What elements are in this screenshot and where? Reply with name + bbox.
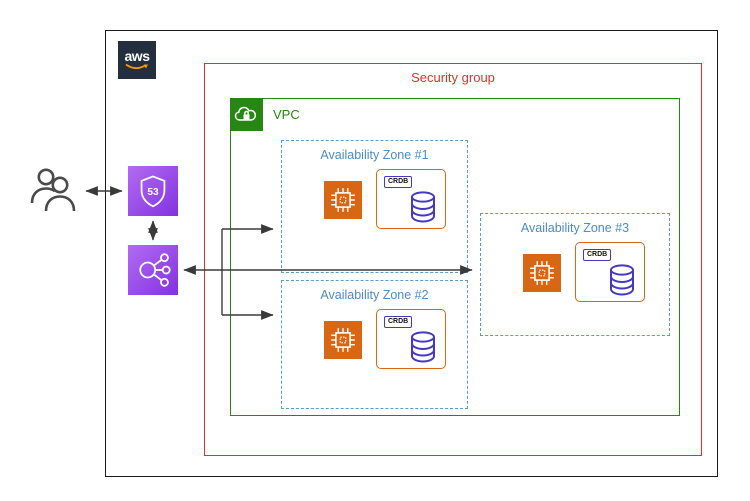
aws-logo-text: aws: [124, 48, 150, 64]
availability-zone-3: Availability Zone #3: [480, 213, 670, 336]
aws-smile-icon: [125, 63, 148, 70]
aws-cloud-boundary: aws Security group VPC: [105, 30, 718, 477]
ec2-icon: [324, 181, 362, 219]
users-icon: [30, 168, 76, 212]
route53-badge-text: 53: [147, 187, 159, 198]
ec2-icon: [324, 321, 362, 359]
security-group-boundary: Security group VPC Availability Zone #1: [204, 63, 702, 456]
database-icon: [610, 264, 634, 296]
crdb-label: CRDB: [384, 176, 413, 188]
crdb-node: CRDB: [575, 242, 645, 302]
crdb-label: CRDB: [583, 249, 612, 261]
security-group-label: Security group: [411, 70, 495, 85]
availability-zone-3-label: Availability Zone #3: [520, 221, 630, 235]
aws-logo: aws: [118, 41, 156, 79]
database-icon: [411, 331, 435, 363]
vpc-boundary: VPC Availability Zone #1: [230, 98, 680, 416]
database-icon: [411, 191, 435, 223]
crdb-label: CRDB: [384, 316, 413, 328]
route53-icon: 53: [128, 166, 178, 216]
availability-zone-2-label: Availability Zone #2: [320, 288, 429, 302]
vpc-label: VPC: [273, 107, 300, 122]
availability-zone-1: Availability Zone #1: [281, 140, 468, 273]
load-balancer-icon: [128, 245, 178, 295]
crdb-node: CRDB: [376, 169, 446, 229]
availability-zone-2: Availability Zone #2: [281, 280, 468, 409]
crdb-node: CRDB: [376, 309, 446, 369]
ec2-icon: [523, 254, 561, 292]
availability-zone-1-label: Availability Zone #1: [320, 148, 429, 162]
vpc-icon: [230, 98, 263, 131]
